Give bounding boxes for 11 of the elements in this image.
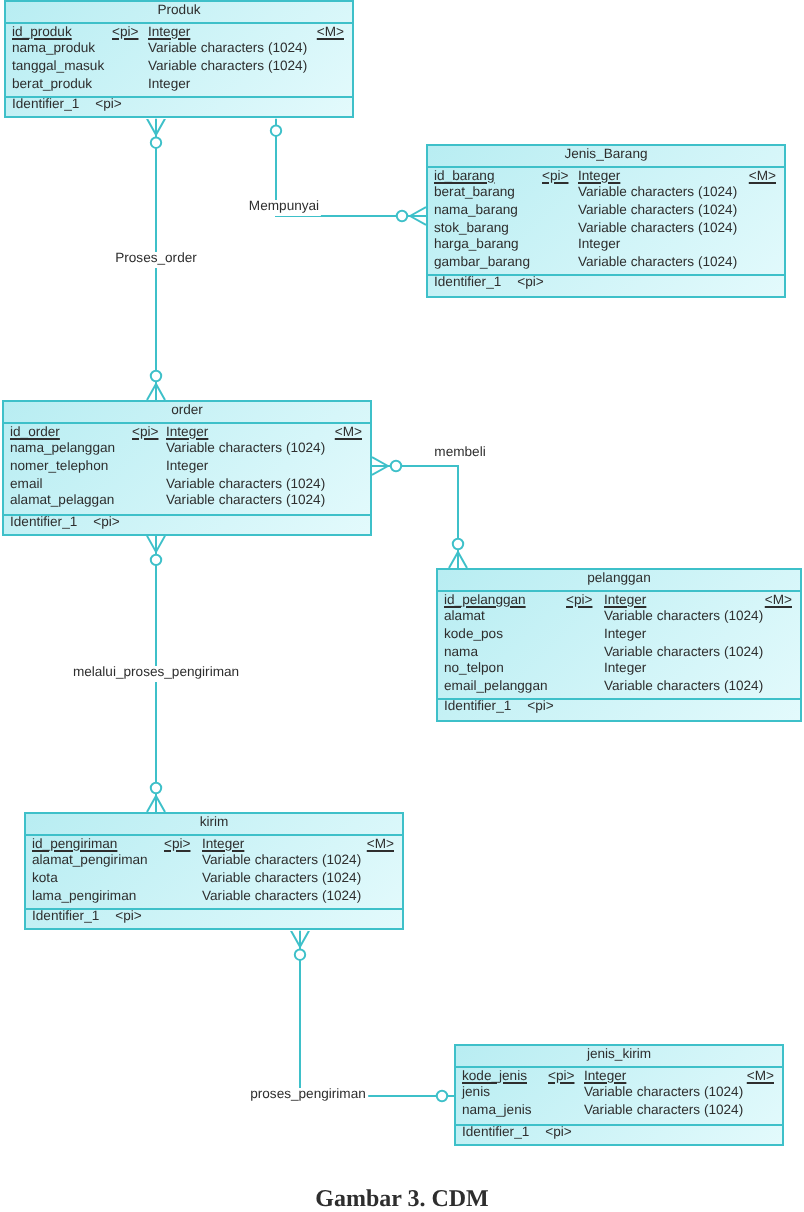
figure-caption: Gambar 3. CDM [315, 1184, 489, 1212]
entity-box [4, 0, 354, 119]
relationship-line [371, 456, 468, 569]
entity-box [436, 568, 802, 722]
entity-box [24, 812, 404, 931]
entity-box [426, 144, 786, 298]
relationship-line [146, 534, 166, 813]
relationship-line [269, 117, 427, 226]
entity-box [454, 1044, 784, 1146]
entity-box [2, 400, 372, 536]
relationship-line [146, 117, 166, 401]
